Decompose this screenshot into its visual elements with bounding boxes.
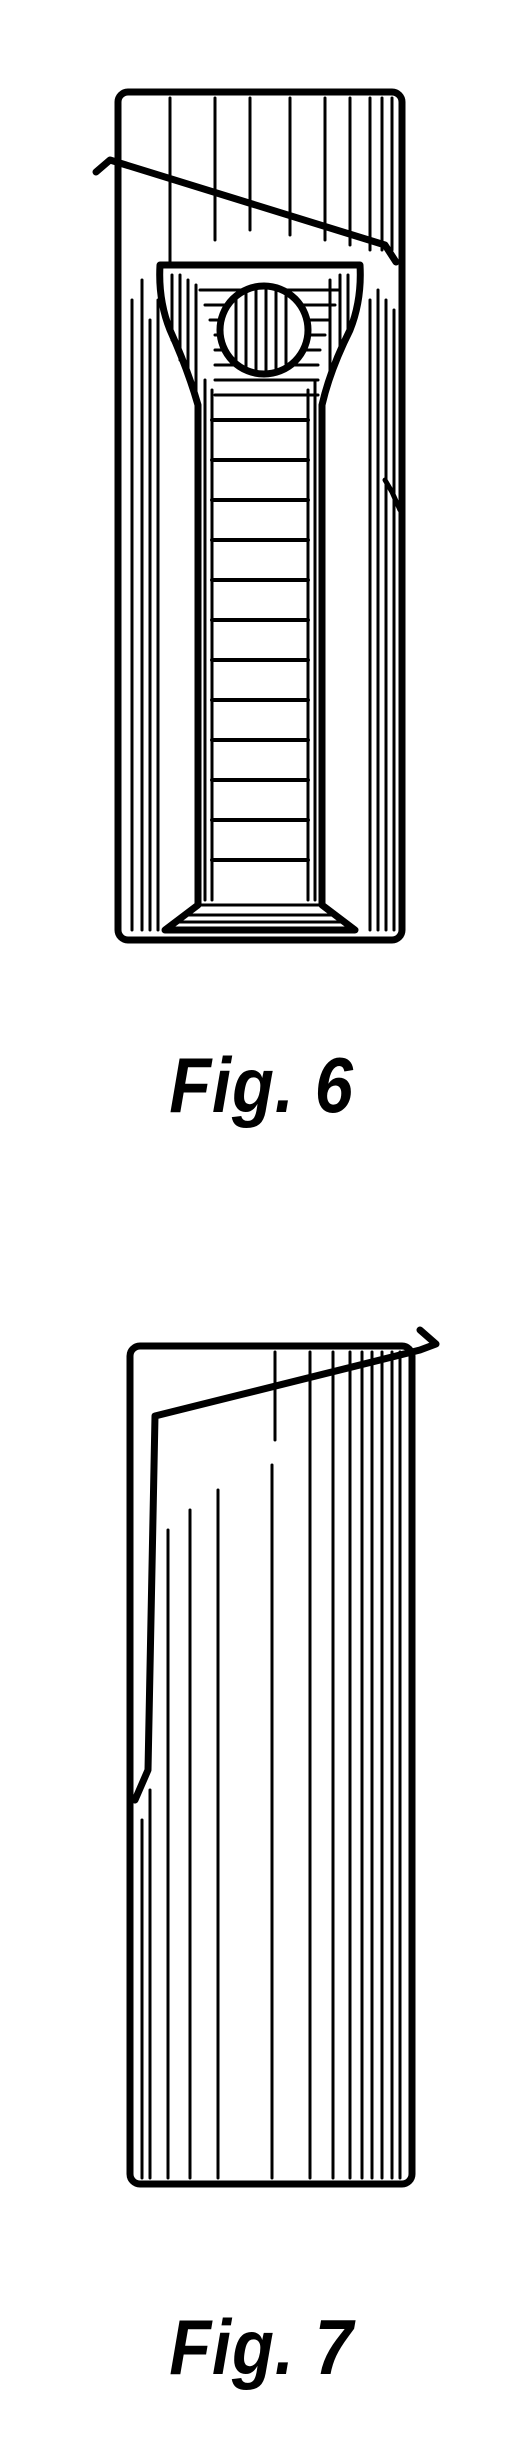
fig7-shading [142, 1352, 400, 2178]
fig6-hole [220, 286, 308, 374]
figure-6-drawing [0, 0, 523, 1000]
figure-6 [0, 0, 523, 1180]
figure-6-caption: Fig. 6 [31, 1040, 491, 1131]
figure-7-caption: Fig. 7 [31, 2302, 491, 2393]
figure-7 [0, 1320, 523, 2444]
figure-7-drawing [0, 1320, 523, 2300]
